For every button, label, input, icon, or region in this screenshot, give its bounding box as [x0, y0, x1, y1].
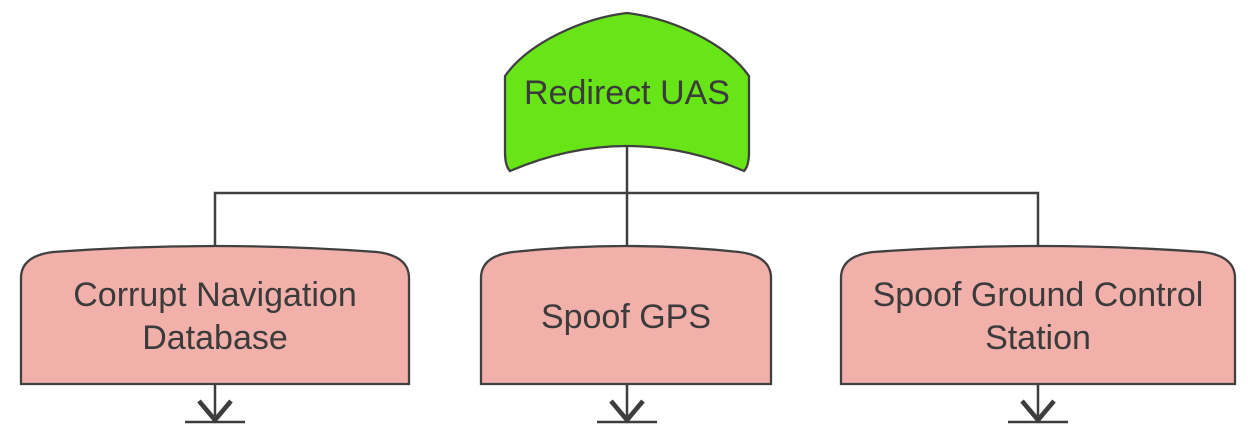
continuation-arrow-right [1008, 385, 1068, 424]
continuation-arrow-left [185, 385, 245, 424]
arrow-down-icon [1020, 399, 1056, 424]
root-node-shape [503, 11, 751, 173]
child-node-shape-spoof-ground-control-station [839, 244, 1237, 386]
child-node-shape-spoof-gps [479, 244, 773, 386]
arrow-down-icon [197, 399, 233, 424]
child-node-shape-corrupt-navigation-database [19, 244, 411, 386]
continuation-arrow-middle [597, 385, 657, 424]
arrow-down-icon [609, 399, 645, 424]
